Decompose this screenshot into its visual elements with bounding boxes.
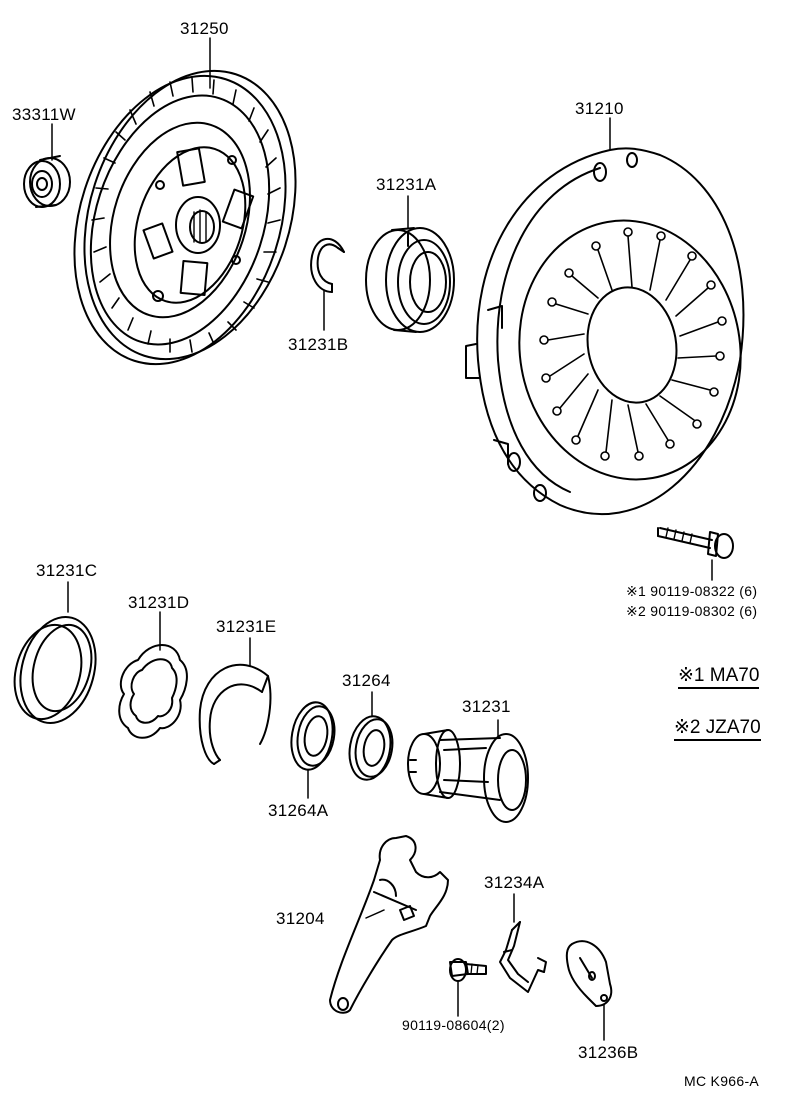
leader-lines — [52, 38, 712, 1040]
label-31250: 31250 — [180, 19, 229, 38]
oil-seal-31231C — [5, 609, 107, 732]
boot-31236B — [567, 941, 611, 1006]
label-31231D: 31231D — [128, 593, 190, 612]
washer-31264 — [345, 713, 397, 783]
label-31210: 31210 — [575, 99, 624, 118]
clutch-disc-31250 — [39, 43, 331, 391]
pilot-bearing-33311W — [24, 156, 70, 207]
clip-31234A — [500, 922, 546, 992]
release-hub-31231 — [408, 730, 528, 822]
release-fork-31204 — [330, 836, 448, 1013]
label-31231E: 31231E — [216, 617, 277, 636]
label-31231A: 31231A — [376, 175, 437, 194]
label-31231: 31231 — [462, 697, 511, 716]
label-31231B: 31231B — [288, 335, 349, 354]
label-31231C: 31231C — [36, 561, 98, 580]
label-bolt-ma70: ※1 90119-08322 (6) — [626, 583, 758, 599]
label-31234A: 31234A — [484, 873, 545, 892]
washer-31264A — [286, 699, 339, 773]
legend-jza70: ※2 JZA70 — [674, 718, 761, 741]
label-bolt-jza70: ※2 90119-08302 (6) — [626, 603, 758, 619]
label-33311W: 33311W — [12, 105, 76, 124]
spring-ring-31231D — [119, 645, 187, 738]
label-31264A: 31264A — [268, 801, 329, 820]
clip-ring-31231E — [200, 665, 271, 764]
snap-ring-31231B — [311, 239, 344, 292]
disc-facing-segments — [92, 78, 280, 352]
release-bearing-31231A — [366, 228, 454, 332]
label-31236B: 31236B — [578, 1043, 639, 1062]
diaphragm-fingers — [540, 228, 726, 460]
diagram-code: MC K966-A — [684, 1073, 760, 1089]
label-31204: 31204 — [276, 909, 325, 928]
label-31264: 31264 — [342, 671, 391, 690]
cover-bolt — [658, 528, 733, 558]
clutch-cover-31210 — [466, 148, 761, 514]
label-bolt-90119-08604: 90119-08604(2) — [402, 1017, 505, 1033]
legend-ma70: ※1 MA70 — [678, 666, 760, 689]
fork-bolt — [450, 959, 486, 981]
